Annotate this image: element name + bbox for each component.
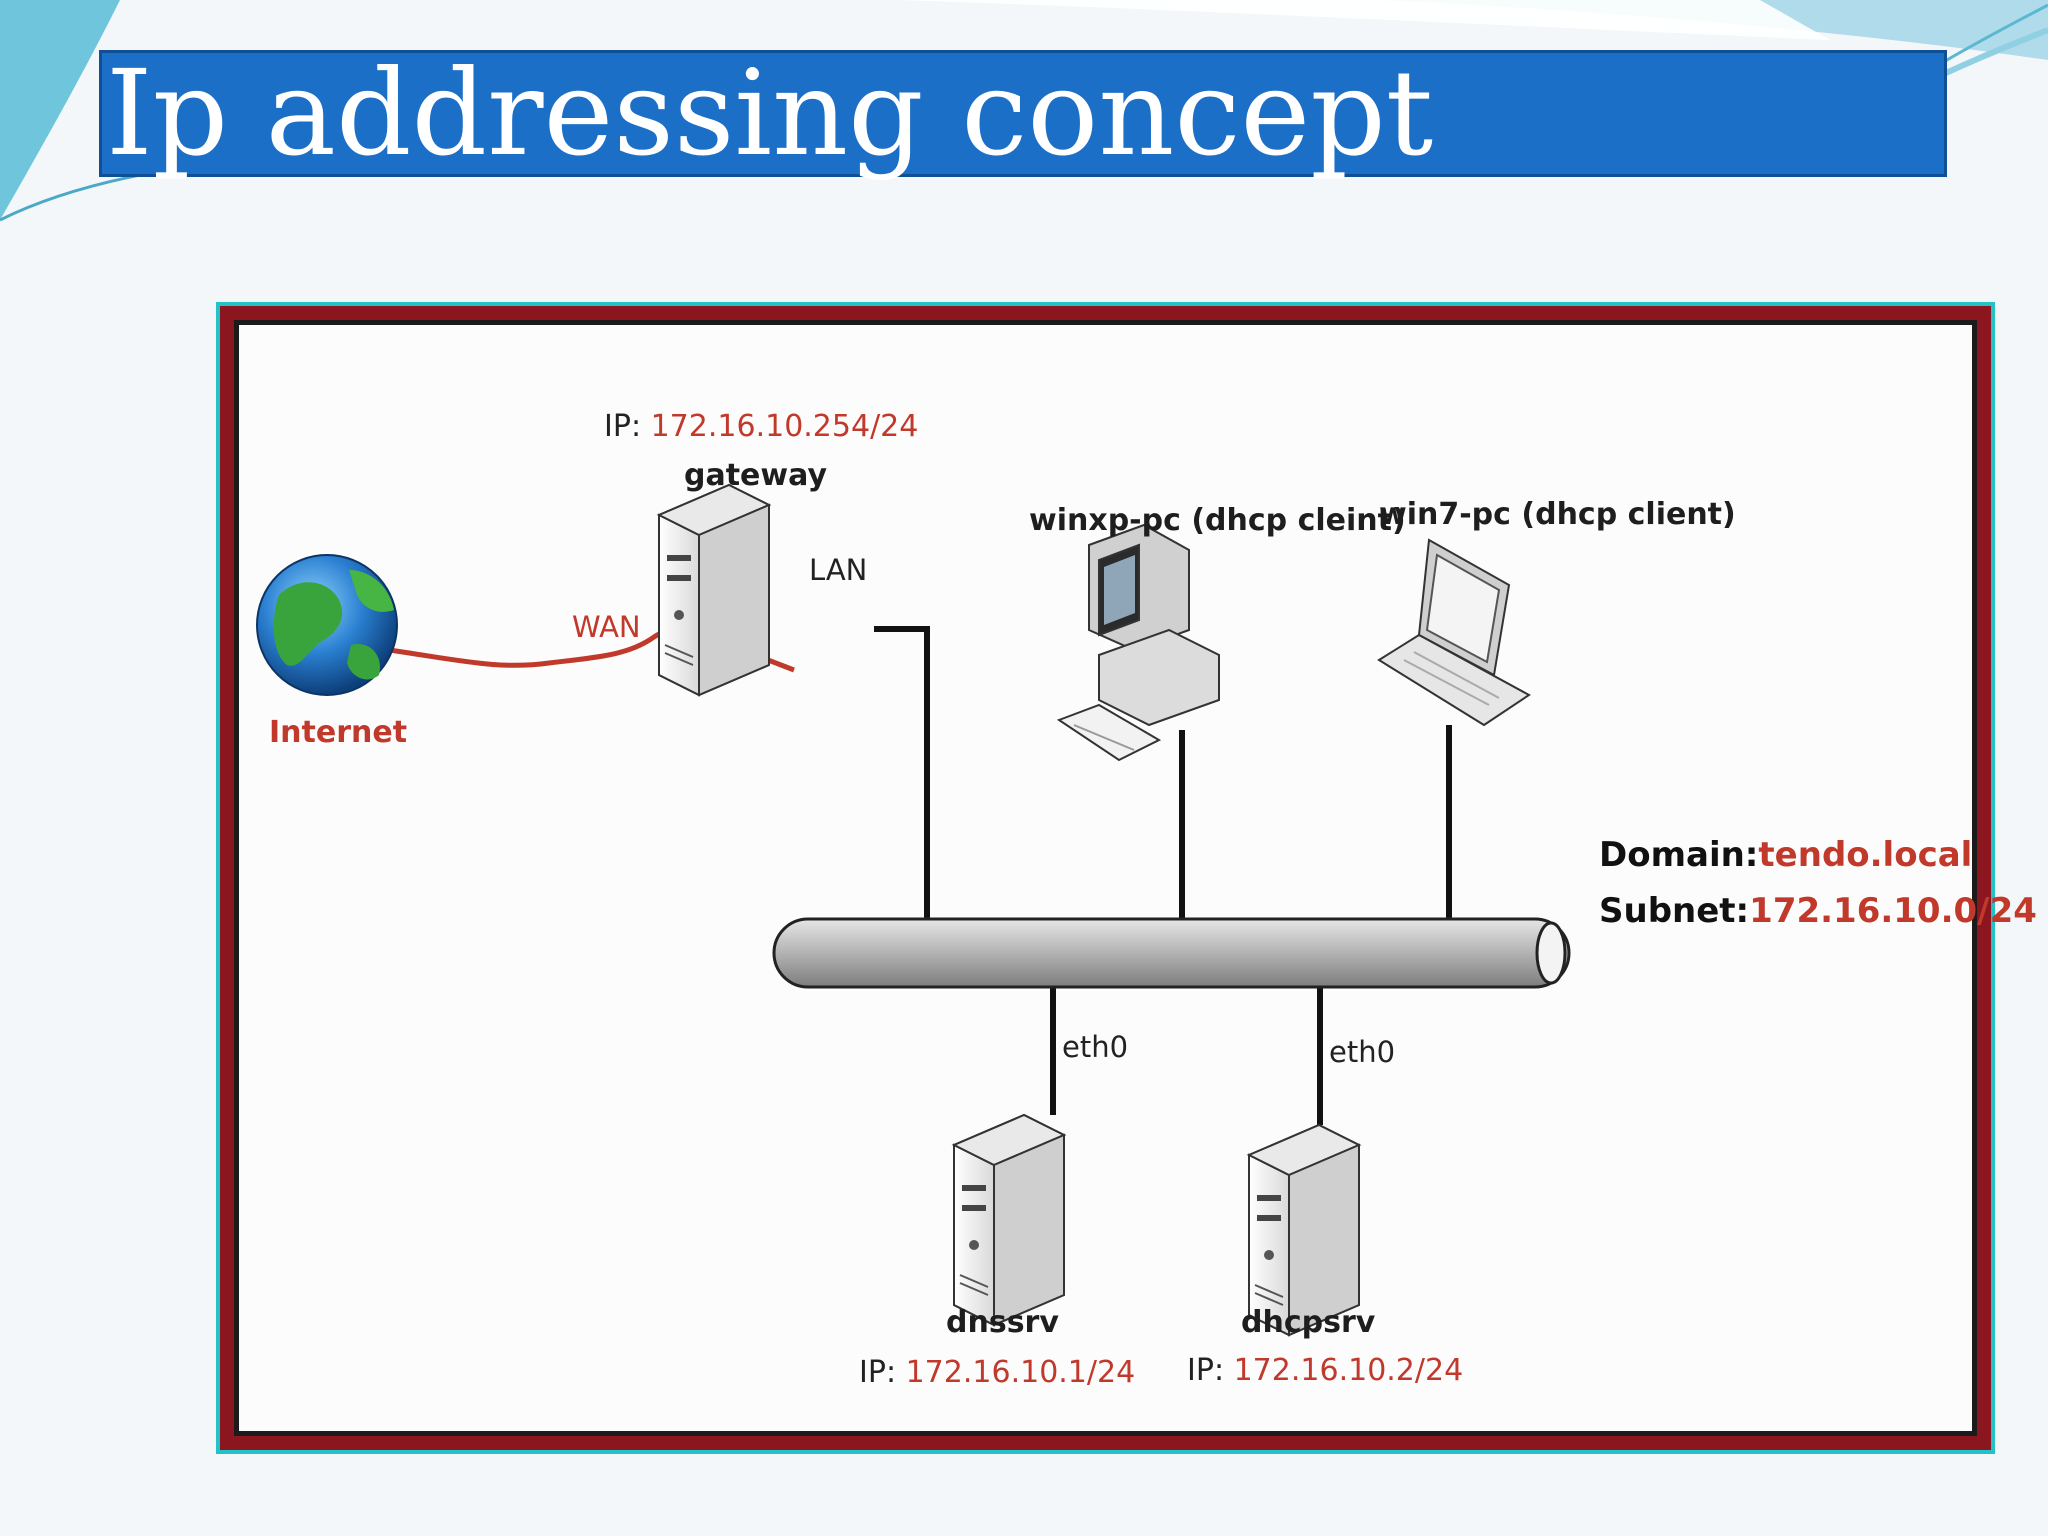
subnet-value: 172.16.10.0/24 xyxy=(1749,891,2037,931)
dnssrv-ip-prefix: IP: xyxy=(859,1355,897,1390)
diagram-border: Internet WAN LAN IP: 172.16.10.254/24 ga… xyxy=(234,320,2037,1436)
win7-name: win7-pc (dhcp client) xyxy=(1379,497,1736,532)
gateway-ip-prefix: IP: xyxy=(604,409,642,444)
dhcpsrv-iface: eth0 xyxy=(1329,1035,1396,1069)
network-diagram: Internet WAN LAN IP: 172.16.10.254/24 ga… xyxy=(239,325,2037,1431)
lan-cable xyxy=(874,626,930,920)
diagram-frame: Internet WAN LAN IP: 172.16.10.254/24 ga… xyxy=(216,302,2037,1454)
globe-icon xyxy=(256,554,398,696)
domain-label: Domain: xyxy=(1599,835,1759,875)
laptop-icon xyxy=(1377,538,1531,727)
gateway-ip-value: 172.16.10.254/24 xyxy=(650,409,919,444)
domain-info: Domain:tendo.local xyxy=(1599,835,1972,875)
dhcpsrv-ip-prefix: IP: xyxy=(1187,1353,1225,1388)
winxp-name: winxp-pc (dhcp cleint) xyxy=(1029,503,1406,538)
dhcpsrv-ip: IP: 172.16.10.2/24 xyxy=(1187,1353,1463,1388)
dnssrv-ip-value: 172.16.10.1/24 xyxy=(905,1355,1136,1390)
dnssrv-name: dnssrv xyxy=(946,1305,1059,1340)
slide-title: Ip addressing concept xyxy=(106,44,1434,182)
dnssrv-ip: IP: 172.16.10.1/24 xyxy=(859,1355,1135,1390)
gateway-ip: IP: 172.16.10.254/24 xyxy=(604,409,918,444)
network-bus-icon xyxy=(772,917,1571,989)
server-icon xyxy=(1246,1123,1362,1337)
title-bar: Ip addressing concept xyxy=(99,44,1947,182)
lan-label: LAN xyxy=(809,553,868,587)
subnet-label: Subnet: xyxy=(1599,891,1750,931)
internet-label: Internet xyxy=(269,715,408,750)
dhcpsrv-name: dhcpsrv xyxy=(1241,1305,1376,1340)
dhcpsrv-ip-value: 172.16.10.2/24 xyxy=(1233,1353,1464,1388)
gateway-name: gateway xyxy=(684,458,827,493)
subnet-info: Subnet:172.16.10.0/24 xyxy=(1599,891,2037,931)
desktop-pc-icon xyxy=(1056,523,1220,762)
dnssrv-iface: eth0 xyxy=(1062,1030,1129,1064)
wan-label: WAN xyxy=(572,610,641,644)
network-diagram-graphics xyxy=(256,483,1571,1337)
server-icon xyxy=(656,483,772,697)
domain-value: tendo.local xyxy=(1758,835,1973,875)
server-icon xyxy=(951,1113,1067,1327)
